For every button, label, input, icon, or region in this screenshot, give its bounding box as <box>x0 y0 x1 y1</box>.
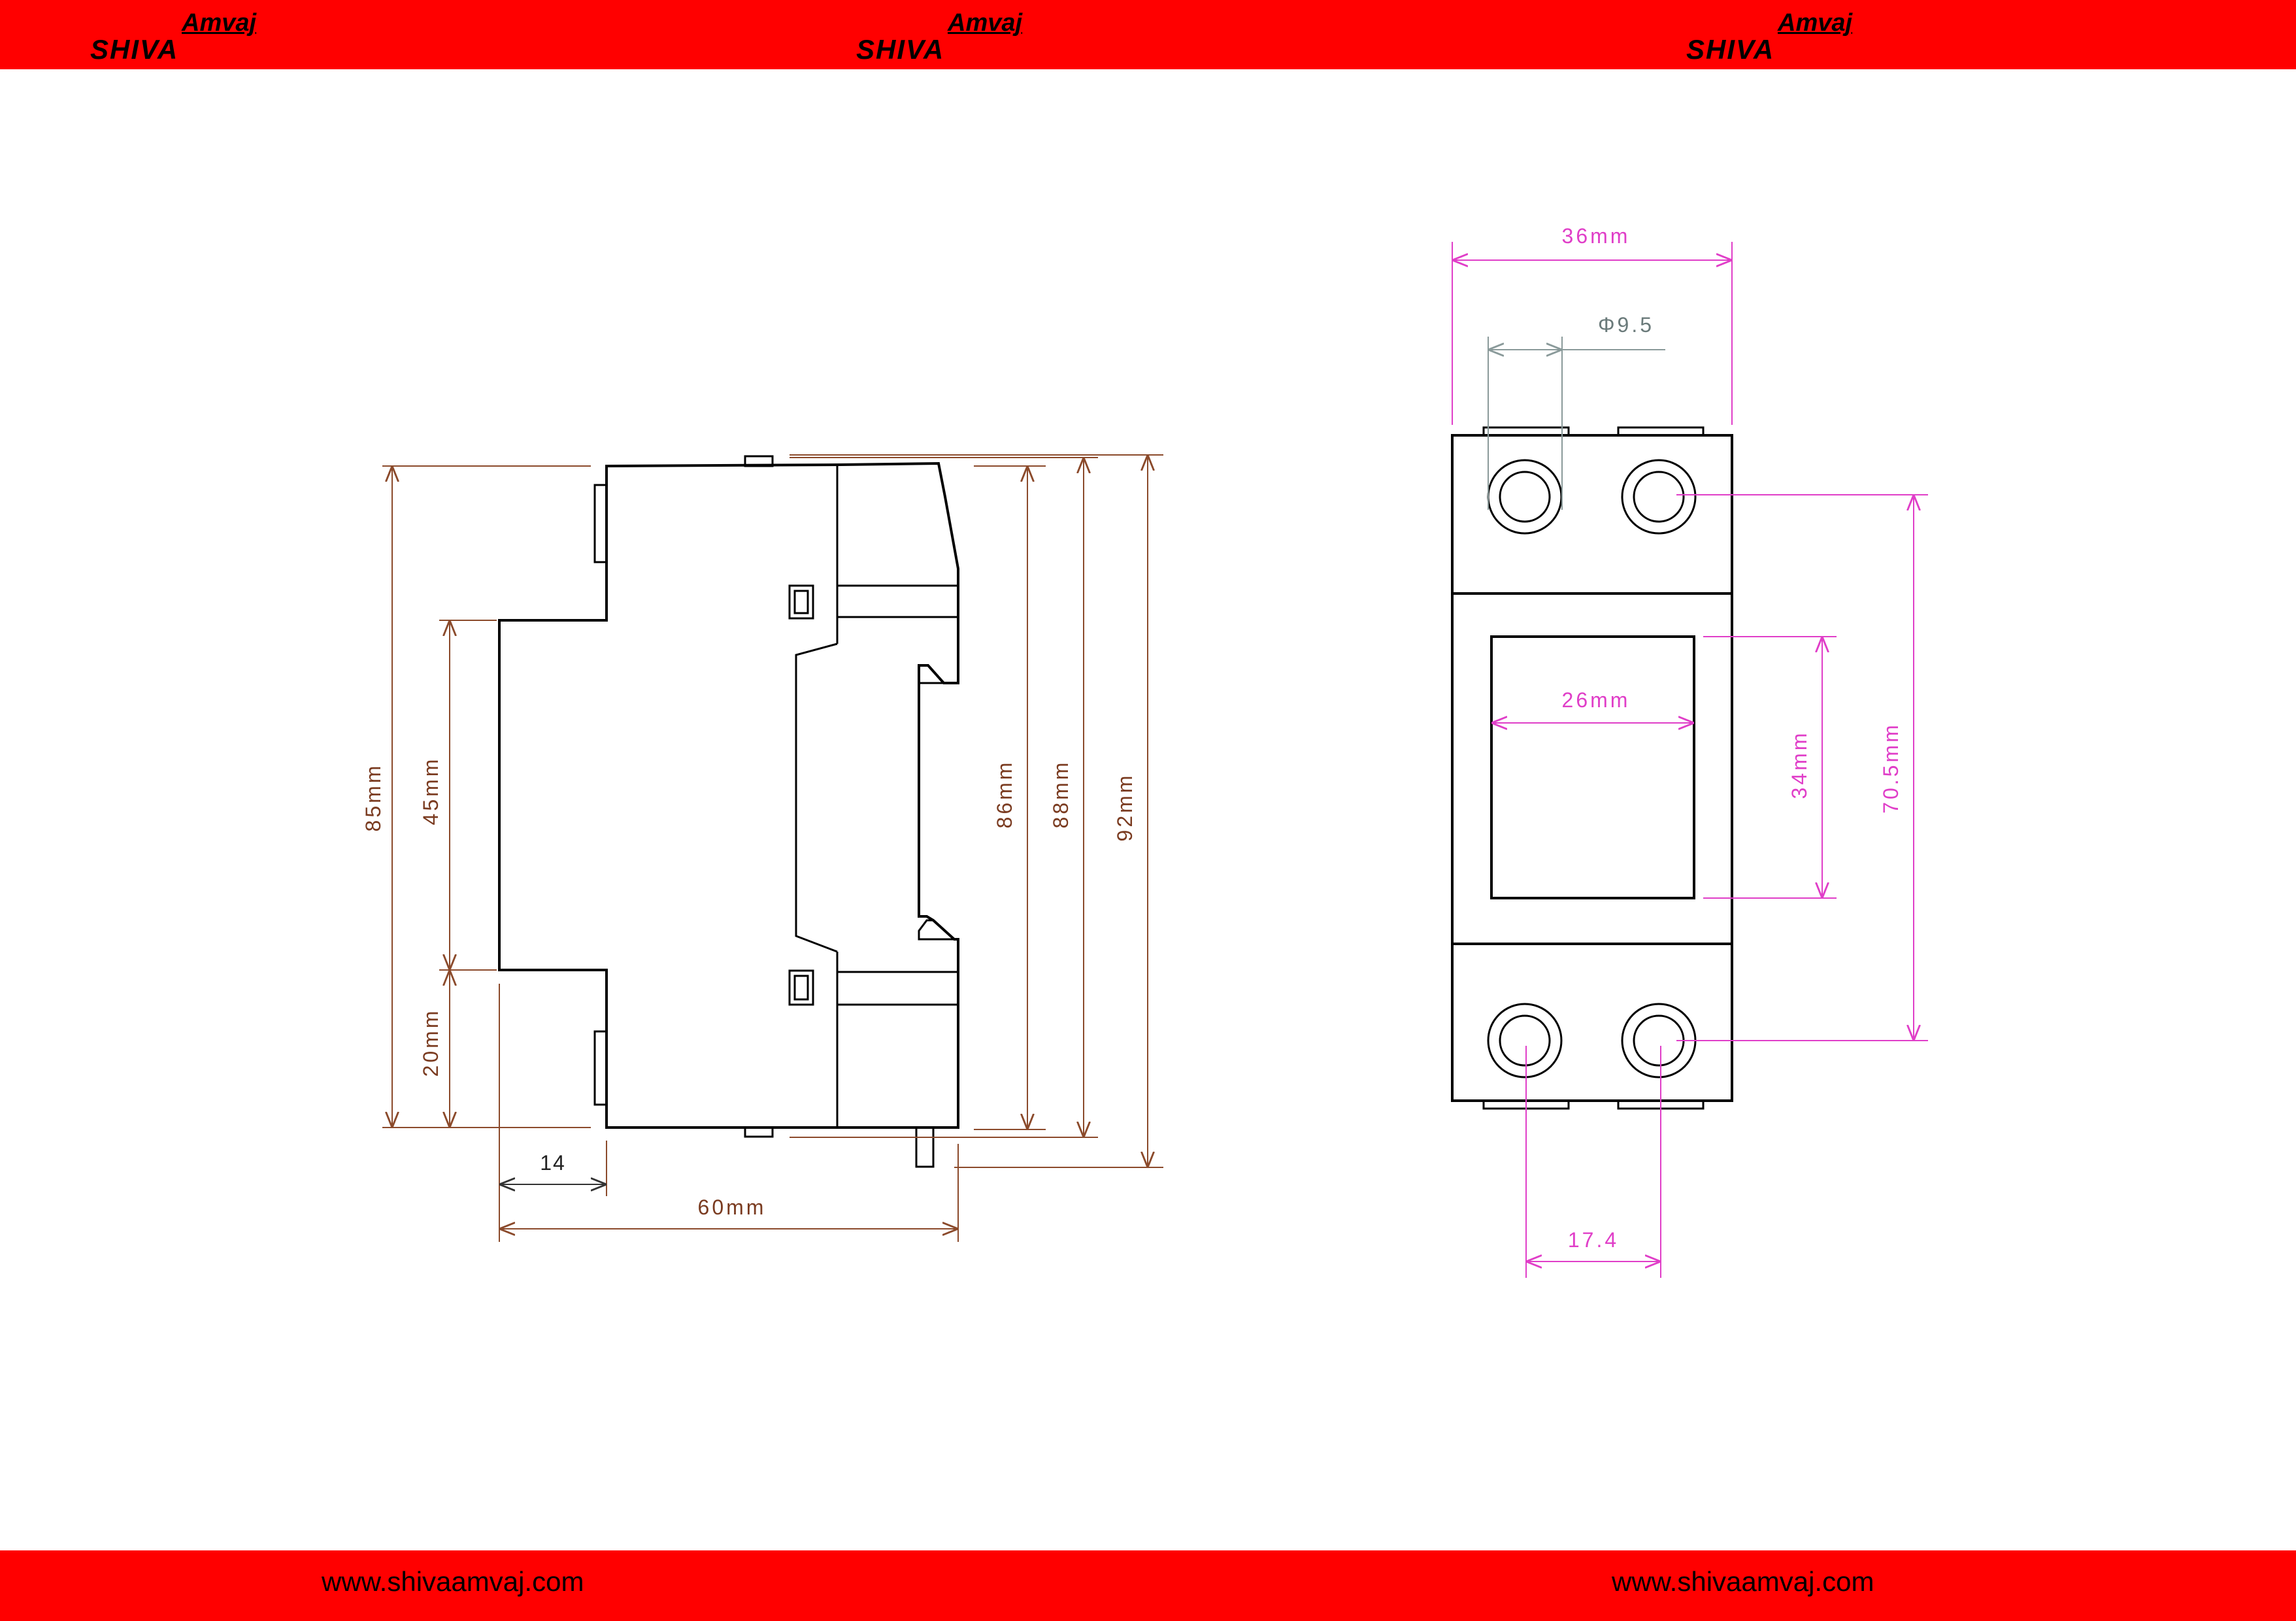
side-view-screw-bottom-inner <box>793 975 809 1001</box>
side-view-bottom-tab <box>744 1126 774 1138</box>
terminal-bottom-left <box>1487 1003 1563 1078</box>
front-view-body <box>1451 434 1733 1102</box>
side-view-rear-latch-bottom <box>593 1030 608 1106</box>
side-view-body-outline <box>498 461 959 1129</box>
dim-label-20: 20mm <box>419 1009 442 1077</box>
dim-label-86: 86mm <box>993 760 1016 829</box>
dim-label-45: 45mm <box>419 757 442 826</box>
logo-shiva-text: SHIVA <box>1686 34 1775 65</box>
side-view-screw-bottom <box>788 969 814 1006</box>
logo-amvaj-text: Amvaj <box>1778 9 1853 37</box>
side-view-din-clip-top <box>918 664 946 684</box>
dim-label-17-4: 17.4 <box>1568 1228 1619 1252</box>
dim-label-70-5: 70.5mm <box>1879 722 1903 814</box>
dim-label-60: 60mm <box>698 1195 767 1219</box>
website-link-right[interactable]: www.shivaamvaj.com <box>1612 1566 1874 1597</box>
front-view-clip <box>1482 426 1570 437</box>
terminal-top-left <box>1487 459 1563 535</box>
front-view: 36mm Φ9.5 26mm 34mm 70.5mm 17.4 <box>1451 224 1928 1278</box>
side-view-front-step <box>795 643 838 953</box>
footer-band <box>0 1550 2296 1621</box>
side-view-screw-top <box>788 584 814 620</box>
side-view-rear-latch-top <box>593 484 608 563</box>
side-view-din-clip-bottom <box>918 919 957 941</box>
brand-logo-left: SHIVA Amvaj <box>90 9 286 68</box>
dim-label-85: 85mm <box>361 763 385 832</box>
logo-shiva-text: SHIVA <box>856 34 945 65</box>
logo-amvaj-text: Amvaj <box>948 9 1023 37</box>
front-view-display-window <box>1490 635 1695 899</box>
dim-label-14: 14 <box>540 1151 566 1175</box>
dim-label-36: 36mm <box>1562 224 1631 248</box>
side-view-bottom-pin <box>915 1126 935 1168</box>
header-band: SHIVA Amvaj SHIVA Amvaj SHIVA Amvaj <box>0 0 2296 69</box>
brand-logo-center: SHIVA Amvaj <box>856 9 1052 68</box>
logo-shiva-text: SHIVA <box>90 34 179 65</box>
dim-label-88: 88mm <box>1049 760 1073 829</box>
terminal-top-right <box>1621 459 1697 535</box>
dim-label-diameter: Φ9.5 <box>1598 313 1654 337</box>
logo-amvaj-text: Amvaj <box>182 9 257 37</box>
dim-label-26: 26mm <box>1562 688 1631 712</box>
front-view-clip <box>1617 426 1705 437</box>
side-view-top-tab <box>744 455 774 467</box>
website-link-left[interactable]: www.shivaamvaj.com <box>322 1566 584 1597</box>
side-view: 85mm 45mm 20mm 86mm 88mm 92mm 14 60mm <box>361 454 1163 1242</box>
brand-logo-right: SHIVA Amvaj <box>1686 9 1882 68</box>
dim-label-92: 92mm <box>1113 773 1137 842</box>
dim-label-34: 34mm <box>1788 731 1811 799</box>
side-view-screw-top-inner <box>793 590 809 614</box>
